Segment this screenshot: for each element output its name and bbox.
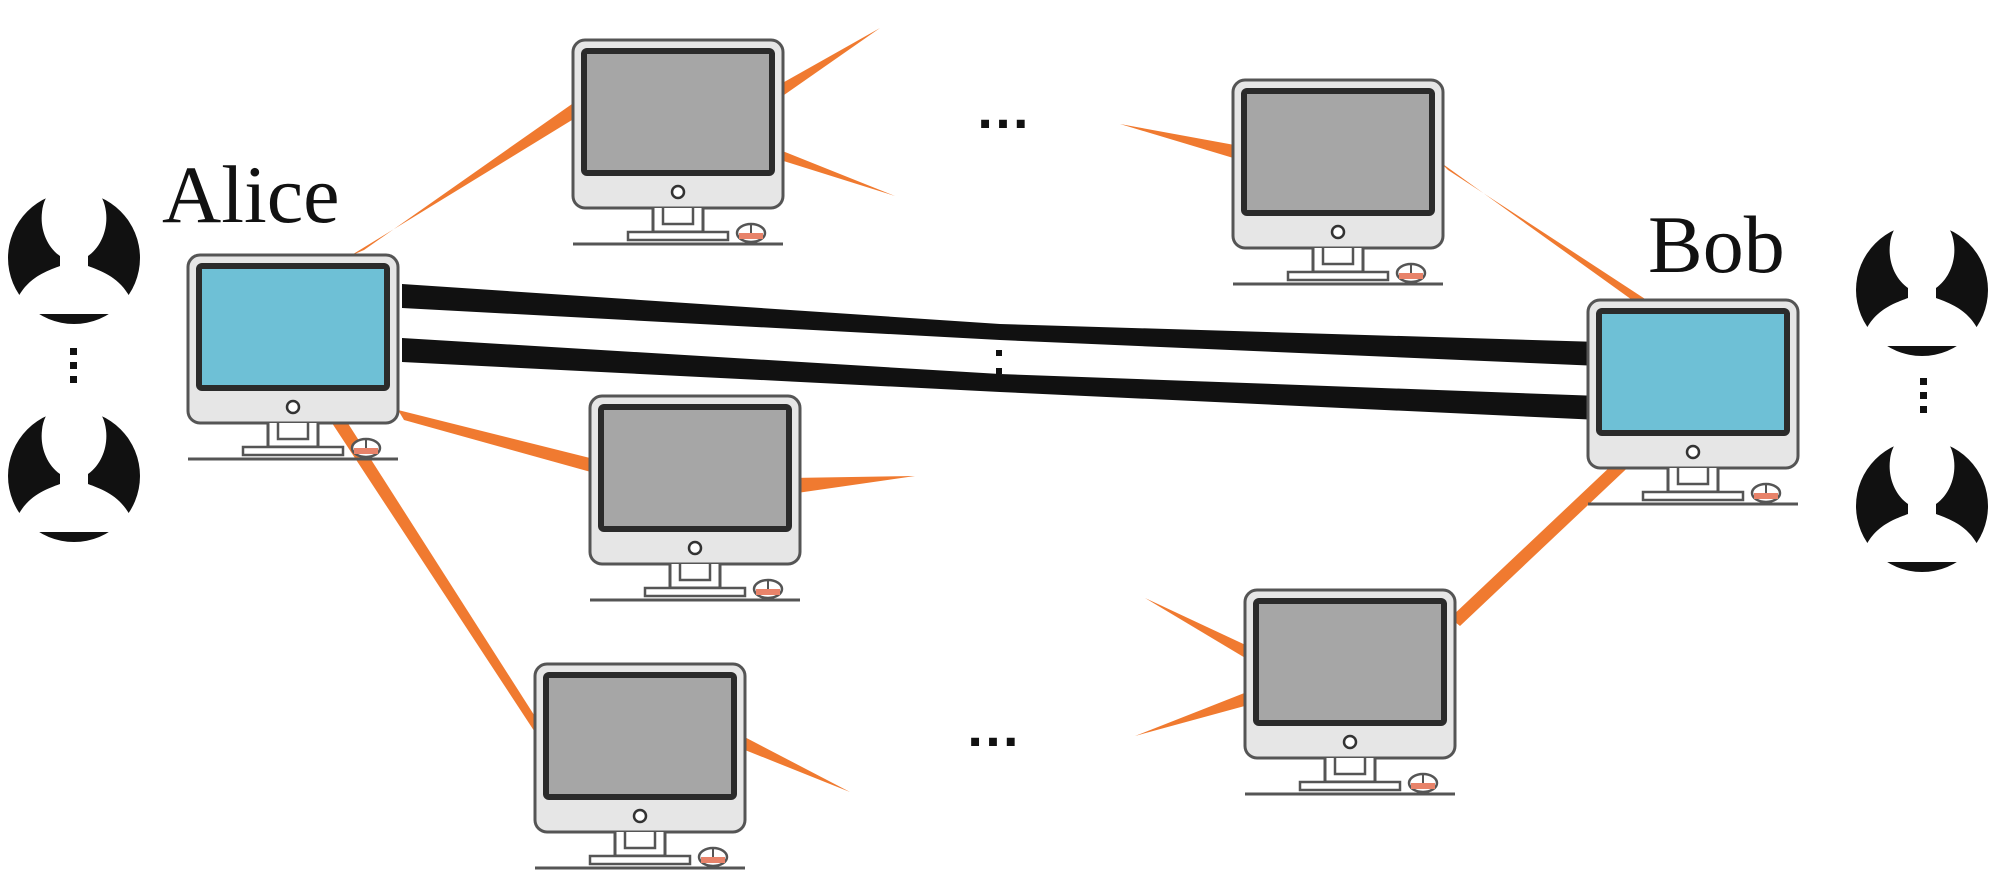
screen-bob: [1602, 314, 1784, 430]
computer-relay-5: [1243, 588, 1457, 796]
vertical-ellipsis-alice: [70, 348, 77, 383]
screen-alice: [202, 269, 384, 385]
computer-relay-1: [571, 38, 785, 246]
computer-bob: [1586, 298, 1800, 506]
label-alice: Alice: [162, 149, 340, 240]
link-relay1-out-a: [770, 28, 880, 102]
label-bob: Bob: [1648, 199, 1785, 290]
link-relay5-in-b: [1135, 690, 1252, 736]
link-relay5-in-a: [1145, 598, 1252, 662]
ellipsis-top: …: [975, 77, 1033, 140]
computer-relay-4: [533, 662, 747, 870]
computer-relay-3: [588, 394, 802, 602]
user-alice-top: [8, 182, 140, 324]
ellipsis-bottom: …: [965, 695, 1023, 758]
direct-channels: [402, 284, 1600, 420]
link-alice-relay4: [330, 414, 550, 746]
link-alice-relay3: [398, 410, 598, 474]
link-relay2-in: [1120, 124, 1240, 160]
direct-channel-bottom: [402, 338, 1600, 420]
computer-alice: [186, 253, 400, 461]
link-relay5-bob: [1450, 448, 1640, 626]
link-alice-relay1: [350, 104, 572, 256]
orange-links: [330, 28, 1665, 792]
link-relay2-bob: [1440, 162, 1665, 320]
direct-channel-top: [402, 284, 1600, 366]
link-relay4-out: [735, 732, 850, 792]
user-alice-bottom: [8, 400, 140, 542]
vertical-ellipsis-bob: [1920, 378, 1927, 413]
user-bob-top: [1856, 214, 1988, 356]
link-relay1-out-b: [770, 146, 895, 196]
computer-relay-2: [1231, 78, 1445, 286]
link-relay3-out: [790, 476, 915, 494]
user-bob-bottom: [1856, 430, 1988, 572]
